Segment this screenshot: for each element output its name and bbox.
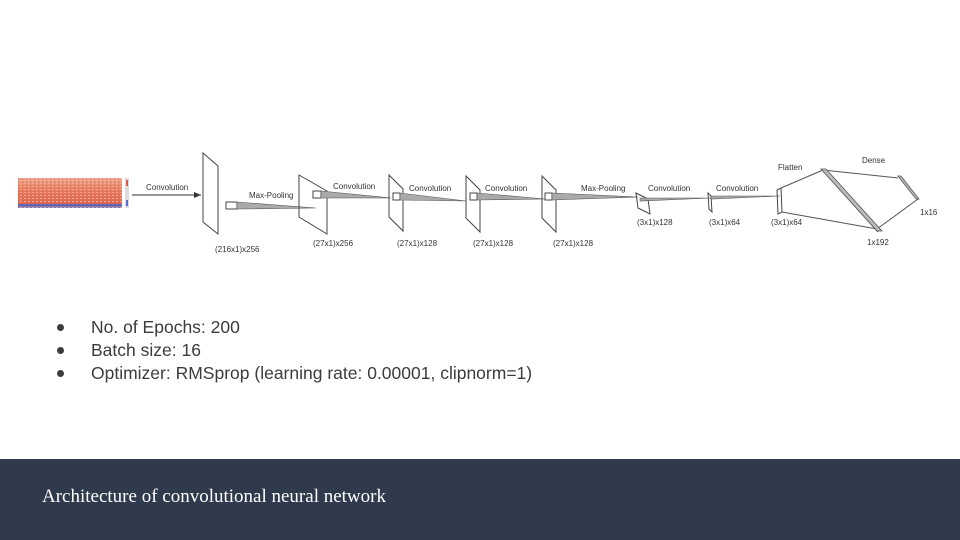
connection-5: [551, 192, 639, 201]
input-spectrogram: [18, 178, 129, 208]
conv-kernel-1: [225, 201, 238, 210]
conv-kernel-4: [469, 192, 478, 201]
conv-kernel-3: [392, 192, 401, 201]
op-label-flatten: Flatten: [778, 163, 802, 172]
op-label-3: Convolution: [333, 182, 375, 191]
dim-label-5: (27x1)x128: [553, 239, 594, 248]
dim-label-6: (3x1)x128: [637, 218, 673, 227]
dim-label-3: (27x1)x128: [397, 239, 438, 248]
list-item-epochs: No. of Epochs: 200: [56, 316, 532, 339]
conv-layer-7: [707, 191, 713, 214]
dim-label-8: (3x1)x64: [771, 218, 803, 227]
op-label-5: Convolution: [485, 184, 527, 193]
connection-6: [639, 197, 712, 202]
flatten-layer: [820, 168, 883, 232]
cnn-architecture-diagram: Convolution Max-Pooling Convolution Conv…: [18, 151, 938, 254]
conv-kernel-2: [312, 190, 322, 199]
conv-kernel-5: [544, 192, 553, 201]
conv-layer-8: [776, 187, 783, 215]
op-label-dense: Dense: [862, 156, 886, 165]
dim-label-10: 1x16: [920, 208, 938, 217]
dense-layer: [897, 175, 920, 200]
connection-1: [236, 201, 317, 210]
conv-layer-3: [388, 173, 404, 233]
dim-label-2: (27x1)x256: [313, 239, 354, 248]
dim-label-7: (3x1)x64: [709, 218, 741, 227]
training-details-list: No. of Epochs: 200 Batch size: 16 Optimi…: [56, 316, 532, 385]
connection-7: [710, 195, 781, 200]
conv-layer-5: [541, 174, 557, 234]
list-item-batch-size: Batch size: 16: [56, 339, 532, 362]
pool-layer-2: [298, 174, 328, 235]
op-label-1: Convolution: [146, 183, 188, 192]
dim-label-9: 1x192: [867, 238, 889, 247]
op-label-4: Convolution: [409, 184, 451, 193]
pool-layer-6: [635, 192, 651, 215]
slide-footer: Architecture of convolutional neural net…: [0, 459, 960, 540]
dim-label-1: (216x1)x256: [215, 245, 260, 254]
conv-layer-4: [465, 174, 481, 234]
op-label-8: Convolution: [716, 184, 758, 193]
slide-title: Architecture of convolutional neural net…: [42, 486, 386, 507]
list-item-optimizer: Optimizer: RMSprop (learning rate: 0.000…: [56, 362, 532, 385]
dim-label-4: (27x1)x128: [473, 239, 514, 248]
conv-layer-1: [202, 151, 219, 236]
op-label-6: Max-Pooling: [581, 184, 625, 193]
op-label-7: Convolution: [648, 184, 690, 193]
connection-3: [399, 192, 467, 202]
op-label-2: Max-Pooling: [249, 191, 293, 200]
connection-2: [320, 190, 392, 199]
connection-4: [476, 192, 546, 201]
